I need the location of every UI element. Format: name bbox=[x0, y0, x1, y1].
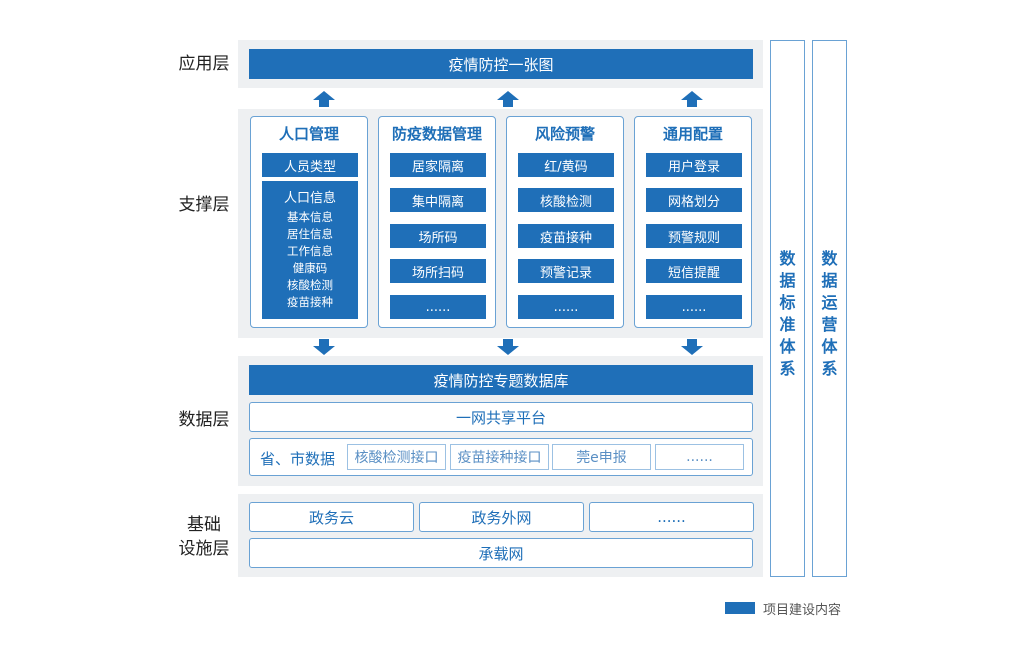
vertical-char: 体 bbox=[821, 337, 838, 356]
infra-box: ...... bbox=[589, 502, 754, 532]
vertical-char: 体 bbox=[779, 337, 796, 356]
arrow-up-icon bbox=[497, 91, 519, 107]
data-operation-column: 数 据 运 营 体 系 bbox=[812, 40, 847, 577]
vertical-char: 数 bbox=[779, 249, 796, 268]
data-operation-text: 数 据 运 营 体 系 bbox=[813, 248, 846, 380]
layer-label-infra-line2: 设施层 bbox=[178, 539, 230, 559]
layer-label-support: 支撑层 bbox=[178, 195, 230, 215]
arrow-up-icon bbox=[313, 91, 335, 107]
card-item: 红/黄码 bbox=[518, 153, 614, 177]
infra-box: 政务云 bbox=[249, 502, 414, 532]
card-item: 核酸检测 bbox=[518, 188, 614, 212]
interface-box: 莞e申报 bbox=[552, 444, 651, 470]
infra-network-box: 承载网 bbox=[249, 538, 753, 568]
card-item: 预警规则 bbox=[646, 224, 742, 248]
card-item: 场所扫码 bbox=[390, 259, 486, 283]
card-title: 风险预警 bbox=[534, 125, 595, 143]
infra-box: 政务外网 bbox=[419, 502, 584, 532]
info-line: 居住信息 bbox=[287, 227, 333, 241]
card-item: 集中隔离 bbox=[390, 188, 486, 212]
card-item: 疫苗接种 bbox=[518, 224, 614, 248]
data-db-box: 疫情防控专题数据库 bbox=[249, 365, 753, 395]
vertical-char: 标 bbox=[779, 293, 796, 312]
layer-label-infra-line1: 基础 bbox=[187, 515, 221, 535]
vertical-char: 系 bbox=[779, 359, 796, 378]
card-population: 人口管理 人员类型 人口信息 基本信息 居住信息 工作信息 健康码 核酸检测 疫… bbox=[250, 116, 368, 328]
card-title: 通用配置 bbox=[662, 125, 723, 143]
vertical-char: 数 bbox=[821, 249, 838, 268]
vertical-char: 营 bbox=[821, 315, 838, 334]
card-item: 用户登录 bbox=[646, 153, 742, 177]
province-data-label: 省、市数据 bbox=[260, 450, 336, 468]
card-item: 居家隔离 bbox=[390, 153, 486, 177]
layer-label-data: 数据层 bbox=[178, 410, 230, 430]
interface-box: 核酸检测接口 bbox=[347, 444, 446, 470]
info-line: 疫苗接种 bbox=[287, 295, 333, 309]
info-line: 基本信息 bbox=[287, 210, 333, 224]
interface-box: ...... bbox=[655, 444, 744, 470]
card-item: 预警记录 bbox=[518, 259, 614, 283]
card-title: 防疫数据管理 bbox=[391, 125, 482, 143]
population-info-box: 人口信息 基本信息 居住信息 工作信息 健康码 核酸检测 疫苗接种 bbox=[262, 181, 358, 319]
card-item: ...... bbox=[646, 295, 742, 319]
legend-swatch bbox=[725, 602, 755, 614]
arrow-down-icon bbox=[681, 339, 703, 355]
card-item: 人员类型 bbox=[262, 153, 358, 177]
info-line: 健康码 bbox=[292, 261, 328, 275]
card-item: 场所码 bbox=[390, 224, 486, 248]
info-line: 工作信息 bbox=[287, 244, 333, 258]
arrow-down-icon bbox=[313, 339, 335, 355]
vertical-char: 据 bbox=[821, 271, 838, 290]
info-title: 人口信息 bbox=[283, 191, 336, 206]
card-risk-warning: 风险预警 红/黄码 核酸检测 疫苗接种 预警记录 ...... bbox=[506, 116, 624, 328]
card-item: 网格划分 bbox=[646, 188, 742, 212]
data-platform-box: 一网共享平台 bbox=[249, 402, 753, 432]
arrow-up-icon bbox=[681, 91, 703, 107]
vertical-char: 运 bbox=[821, 293, 838, 312]
legend-label: 项目建设内容 bbox=[763, 603, 842, 618]
card-title: 人口管理 bbox=[278, 125, 339, 143]
data-standard-text: 数 据 标 准 体 系 bbox=[771, 248, 804, 380]
vertical-char: 系 bbox=[821, 359, 838, 378]
card-item: 短信提醒 bbox=[646, 259, 742, 283]
info-line: 核酸检测 bbox=[287, 278, 333, 292]
card-general-config: 通用配置 用户登录 网格划分 预警规则 短信提醒 ...... bbox=[634, 116, 752, 328]
app-main-box: 疫情防控一张图 bbox=[249, 49, 753, 79]
arrow-down-icon bbox=[497, 339, 519, 355]
card-item: ...... bbox=[390, 295, 486, 319]
card-epidemic-data: 防疫数据管理 居家隔离 集中隔离 场所码 场所扫码 ...... bbox=[378, 116, 496, 328]
vertical-char: 据 bbox=[779, 271, 796, 290]
layer-label-infra: 基础 设施层 bbox=[170, 513, 238, 561]
data-standard-column: 数 据 标 准 体 系 bbox=[770, 40, 805, 577]
interface-box: 疫苗接种接口 bbox=[450, 444, 549, 470]
card-item: ...... bbox=[518, 295, 614, 319]
layer-label-app: 应用层 bbox=[178, 54, 230, 74]
vertical-char: 准 bbox=[779, 315, 796, 334]
